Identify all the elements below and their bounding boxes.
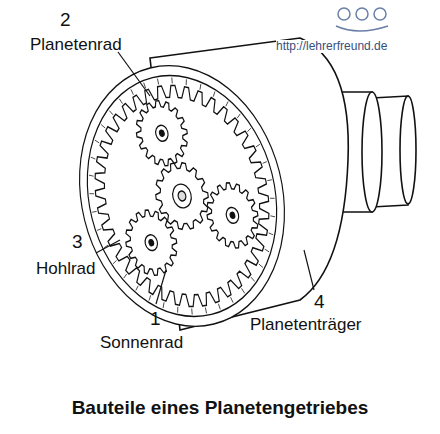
sun-gear bbox=[149, 157, 215, 235]
shaft-end bbox=[400, 96, 416, 204]
ring-gear-teeth bbox=[72, 67, 291, 325]
part-name: Planetenträger bbox=[250, 316, 362, 335]
planet-gear bbox=[200, 177, 264, 253]
flange-face bbox=[362, 92, 382, 212]
callout-number: 1 bbox=[150, 309, 161, 330]
watermark-logo bbox=[336, 8, 388, 31]
ring-gear-shading bbox=[65, 58, 300, 335]
housing-front bbox=[53, 44, 312, 349]
callout-number: 3 bbox=[72, 232, 83, 253]
leader-lines bbox=[96, 52, 314, 304]
callout-number: 2 bbox=[60, 10, 71, 31]
caption: Bauteile eines Planetengetriebes bbox=[72, 398, 369, 419]
part-name: Hohlrad bbox=[36, 260, 96, 279]
watermark: http://lehrerfreund.de bbox=[276, 40, 387, 53]
part-name: Planetenrad bbox=[30, 36, 122, 55]
part-name: Sonnenrad bbox=[100, 334, 183, 353]
callout-number: 4 bbox=[314, 292, 325, 313]
ring-gear-rim bbox=[63, 55, 302, 337]
planet-gear bbox=[130, 95, 194, 171]
